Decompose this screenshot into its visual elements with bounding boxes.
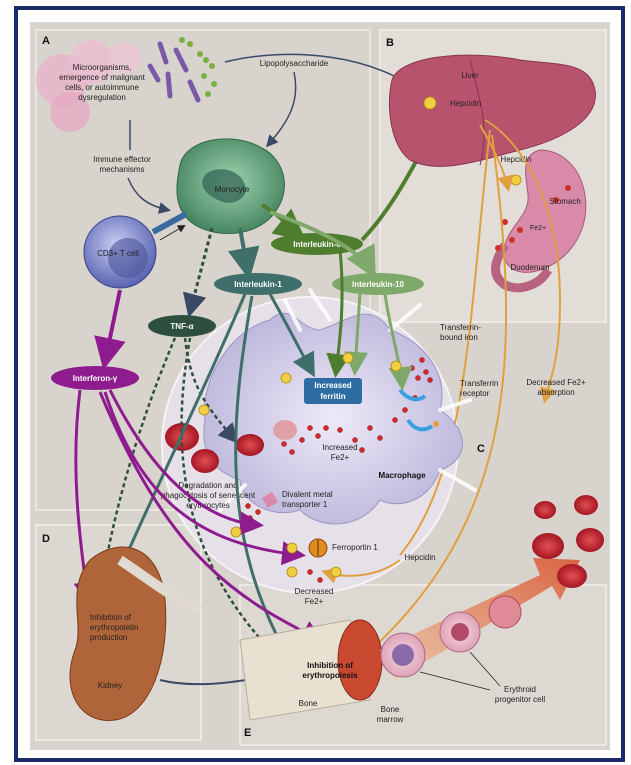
liver-label: Liver [461,71,479,80]
immune-effector-label-2: mechanisms [100,165,145,174]
panel-label-a: A [42,35,50,47]
increased-fe-label-2: Fe2+ [331,453,350,462]
lps-label: Lipopolysaccharide [260,59,329,68]
bone-label: Bone [299,699,318,708]
microorganisms-label-1: Microorganisms, [73,63,132,72]
svg-text:Interferon-γ: Interferon-γ [73,374,118,383]
bone-marrow-label-1: Bone [381,705,400,714]
transferrin-receptor-label-1: Transferrin [460,379,498,388]
ferroportin-channel [309,539,327,557]
svg-text:Interleukin-1: Interleukin-1 [234,280,282,289]
stomach-label: Stomach [549,197,581,206]
decreased-absorption-label-2: absorption [537,388,574,397]
pill-interferon-gamma: Interferon-γ [51,366,139,390]
svg-text:TNF-α: TNF-α [170,322,193,331]
microorganisms-label-2: emergence of malignant [59,73,146,82]
hepcidin-liver-label: Hepcidin [450,99,481,108]
microorganisms-label-3: cells, or autoimmune [65,83,139,92]
pill-interleukin-1: Interleukin-1 [214,273,302,295]
stimulation-icon [424,97,436,109]
kidney-label: Kidney [98,681,122,690]
inhibition-epo-label-2: erythropoietin [90,623,138,632]
inhibition-erythropoiesis-label-2: erythropoiesis [302,671,358,680]
fe-stomach-label: Fe2+ [530,225,546,232]
decreased-absorption-label-1: Decreased Fe2+ [526,378,586,387]
pill-interleukin-10: Interleukin-10 [332,273,424,295]
decreased-fe-label-2: Fe2+ [305,597,324,606]
ferritin-label-2: ferritin [320,392,345,401]
increased-fe-label-1: Increased [322,443,357,452]
immune-effector-label-1: Immune effector [93,155,151,164]
microorganisms-label-4: dysregulation [78,93,126,102]
ferritin-label-1: Increased [314,381,351,390]
cd3-label: CD3+ T cell [97,249,139,258]
erythroid-label-2: progenitor cell [495,695,545,704]
inhibition-erythropoiesis-label-1: Inhibition of [307,661,353,670]
hepcidin-c-label: Hepcidin [404,553,435,562]
degradation-label-2: phagocytosis of senescent [161,491,256,500]
svg-text:Interleukin-10: Interleukin-10 [352,280,405,289]
inhibition-icon-b [511,175,521,185]
panel-label-b: B [386,37,394,49]
divalent-label-2: transporter 1 [282,500,328,509]
decreased-fe-label-1: Decreased [295,587,334,596]
transferrin-bound-label-1: Transferrin- [440,323,481,332]
inhibition-epo-label-3: production [90,633,127,642]
macrophage-label: Macrophage [378,471,426,480]
inhibition-epo-label-1: Inhibition of [90,613,132,622]
bone-marrow-label-2: marrow [377,715,404,724]
ferroportin-label: Ferroportin 1 [332,543,378,552]
pill-interleukin-6: Interleukin-6 [271,233,363,255]
erythroid-label-1: Erythroid [504,685,536,694]
divalent-label-1: Divalent metal [282,490,333,499]
panel-label-c: C [477,443,485,455]
panel-label-d: D [42,533,50,545]
monocyte-label: Monocyte [215,185,250,194]
panel-label-e: E [244,727,251,739]
transferrin-receptor-label-2: receptor [460,389,490,398]
duodenum-label: Duodenum [510,263,549,272]
transferrin-bound-label-2: bound iron [440,333,478,342]
pill-tnf-alpha: TNF-α [148,315,216,337]
